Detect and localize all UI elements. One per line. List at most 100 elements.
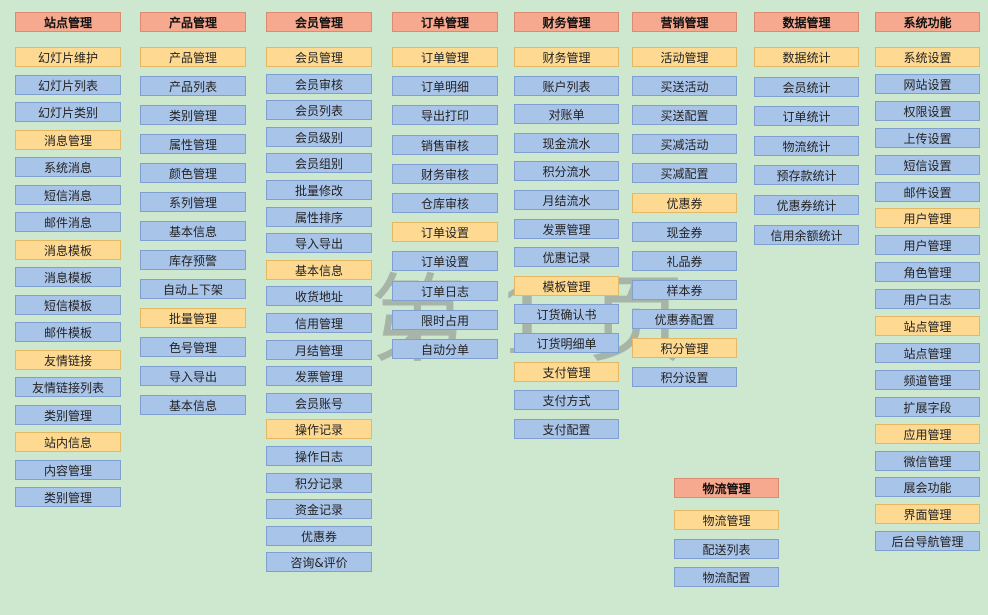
group-node: 模板管理 [514, 276, 619, 296]
menu-item-node: 订单设置 [392, 251, 498, 271]
column-header-product: 产品管理 [140, 12, 246, 32]
column-marketing: 营销管理活动管理买送活动买送配置买减活动买减配置优惠券现金券礼品券样本券优惠券配… [632, 0, 737, 615]
menu-item-node: 导出打印 [392, 105, 498, 125]
menu-item-node: 订单统计 [754, 106, 859, 126]
menu-item-node: 账户列表 [514, 76, 619, 96]
column-member: 会员管理会员管理会员审核会员列表会员级别会员组别批量修改属性排序导入导出基本信息… [266, 0, 372, 615]
group-node: 产品管理 [140, 47, 246, 67]
menu-item-node: 月结流水 [514, 190, 619, 210]
menu-item-node: 库存预警 [140, 250, 246, 270]
menu-item-node: 订单明细 [392, 76, 498, 96]
menu-item-node: 类别管理 [15, 487, 121, 507]
menu-item-node: 会员列表 [266, 100, 372, 120]
menu-item-node: 频道管理 [875, 370, 980, 390]
menu-item-node: 微信管理 [875, 451, 980, 471]
menu-item-node: 上传设置 [875, 128, 980, 148]
menu-item-node: 销售审核 [392, 135, 498, 155]
column-data: 数据管理数据统计会员统计订单统计物流统计预存款统计优惠券统计信用余额统计 [754, 0, 859, 615]
menu-item-node: 限时占用 [392, 310, 498, 330]
menu-item-node: 物流统计 [754, 136, 859, 156]
group-node: 消息管理 [15, 130, 121, 150]
column-logistics: 物流管理物流管理配送列表物流配置 [674, 0, 779, 615]
menu-item-node: 自动分单 [392, 339, 498, 359]
menu-item-node: 友情链接列表 [15, 377, 121, 397]
menu-item-node: 支付配置 [514, 419, 619, 439]
group-node: 支付管理 [514, 362, 619, 382]
menu-item-node: 优惠券 [266, 526, 372, 546]
menu-item-node: 类别管理 [15, 405, 121, 425]
column-product: 产品管理产品管理产品列表类别管理属性管理颜色管理系列管理基本信息库存预警自动上下… [140, 0, 246, 615]
group-node: 操作记录 [266, 419, 372, 439]
menu-item-node: 买减配置 [632, 163, 737, 183]
menu-item-node: 咨询&评价 [266, 552, 372, 572]
menu-item-node: 短信消息 [15, 185, 121, 205]
menu-item-node: 信用管理 [266, 313, 372, 333]
column-header-system: 系统功能 [875, 12, 980, 32]
menu-item-node: 色号管理 [140, 337, 246, 357]
column-order: 订单管理订单管理订单明细导出打印销售审核财务审核仓库审核订单设置订单设置订单日志… [392, 0, 498, 615]
menu-item-node: 买减活动 [632, 134, 737, 154]
menu-item-node: 角色管理 [875, 262, 980, 282]
column-header-order: 订单管理 [392, 12, 498, 32]
group-node: 财务管理 [514, 47, 619, 67]
menu-item-node: 导入导出 [266, 233, 372, 253]
menu-item-node: 展会功能 [875, 477, 980, 497]
menu-item-node: 订单日志 [392, 281, 498, 301]
menu-item-node: 后台导航管理 [875, 531, 980, 551]
column-header-marketing: 营销管理 [632, 12, 737, 32]
menu-item-node: 邮件消息 [15, 212, 121, 232]
menu-item-node: 优惠券配置 [632, 309, 737, 329]
group-node: 数据统计 [754, 47, 859, 67]
menu-item-node: 月结管理 [266, 340, 372, 360]
menu-item-node: 产品列表 [140, 76, 246, 96]
menu-item-node: 用户日志 [875, 289, 980, 309]
menu-item-node: 收货地址 [266, 286, 372, 306]
menu-item-node: 站点管理 [875, 343, 980, 363]
menu-item-node: 优惠券统计 [754, 195, 859, 215]
menu-item-node: 权限设置 [875, 101, 980, 121]
menu-item-node: 支付方式 [514, 390, 619, 410]
menu-item-node: 网站设置 [875, 74, 980, 94]
menu-item-node: 物流配置 [674, 567, 779, 587]
menu-item-node: 属性排序 [266, 207, 372, 227]
group-node: 订单管理 [392, 47, 498, 67]
menu-item-node: 基本信息 [140, 395, 246, 415]
column-system: 系统功能系统设置网站设置权限设置上传设置短信设置邮件设置用户管理用户管理角色管理… [875, 0, 980, 615]
menu-item-node: 属性管理 [140, 134, 246, 154]
group-node: 积分管理 [632, 338, 737, 358]
menu-item-node: 操作日志 [266, 446, 372, 466]
group-node: 物流管理 [674, 510, 779, 530]
menu-item-node: 扩展字段 [875, 397, 980, 417]
menu-item-node: 幻灯片类别 [15, 102, 121, 122]
column-header-logistics: 物流管理 [674, 478, 779, 498]
group-node: 批量管理 [140, 308, 246, 328]
menu-item-node: 消息模板 [15, 267, 121, 287]
menu-item-node: 现金流水 [514, 133, 619, 153]
menu-item-node: 会员账号 [266, 393, 372, 413]
group-node: 会员管理 [266, 47, 372, 67]
menu-item-node: 会员统计 [754, 77, 859, 97]
menu-item-node: 邮件设置 [875, 182, 980, 202]
menu-item-node: 用户管理 [875, 235, 980, 255]
menu-item-node: 优惠记录 [514, 247, 619, 267]
menu-item-node: 样本券 [632, 280, 737, 300]
column-header-data: 数据管理 [754, 12, 859, 32]
menu-item-node: 对账单 [514, 104, 619, 124]
menu-item-node: 批量修改 [266, 180, 372, 200]
menu-item-node: 资金记录 [266, 499, 372, 519]
menu-item-node: 积分记录 [266, 473, 372, 493]
menu-item-node: 系统消息 [15, 157, 121, 177]
group-node: 友情链接 [15, 350, 121, 370]
menu-item-node: 短信模板 [15, 295, 121, 315]
menu-item-node: 邮件模板 [15, 322, 121, 342]
menu-item-node: 发票管理 [514, 219, 619, 239]
menu-item-node: 现金券 [632, 222, 737, 242]
column-header-member: 会员管理 [266, 12, 372, 32]
menu-item-node: 系列管理 [140, 192, 246, 212]
menu-item-node: 幻灯片列表 [15, 75, 121, 95]
menu-item-node: 买送配置 [632, 105, 737, 125]
menu-item-node: 订货明细单 [514, 333, 619, 353]
menu-item-node: 发票管理 [266, 366, 372, 386]
menu-item-node: 自动上下架 [140, 279, 246, 299]
